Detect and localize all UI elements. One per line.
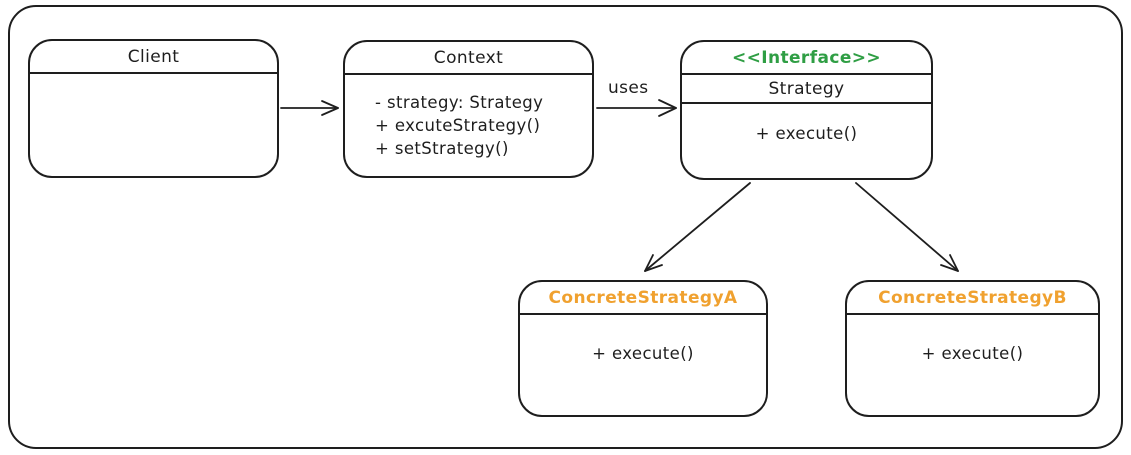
edge-label-uses: uses [608,78,649,98]
class-box-concrete-strategy-a: ConcreteStrategyA + execute() [518,280,768,417]
strategy-member-execute: + execute() [755,124,858,143]
concrete-a-member-execute: + execute() [592,344,694,363]
concrete-b-member-execute: + execute() [921,344,1024,363]
class-title-context: Context [345,42,592,75]
class-box-concrete-strategy-b: ConcreteStrategyB + execute() [845,280,1100,417]
context-member-set-strategy: + setStrategy() [375,139,509,158]
diagram-outer-border [8,5,1123,449]
interface-title-strategy: Strategy [682,75,931,104]
class-title-client: Client [30,41,277,74]
class-box-context: Context - strategy: Strategy + excuteStr… [343,40,594,178]
context-member-excute-strategy: + excuteStrategy() [375,116,541,135]
class-title-concrete-strategy-b: ConcreteStrategyB [847,282,1098,315]
interface-box-strategy: <<Interface>> Strategy + execute() [680,40,933,180]
context-member-strategy-field: - strategy: Strategy [375,93,544,112]
class-box-client: Client [28,39,279,178]
interface-stereotype-label: <<Interface>> [682,42,931,75]
class-title-concrete-strategy-a: ConcreteStrategyA [520,282,766,315]
class-body-context: - strategy: Strategy + excuteStrategy() … [345,75,592,160]
